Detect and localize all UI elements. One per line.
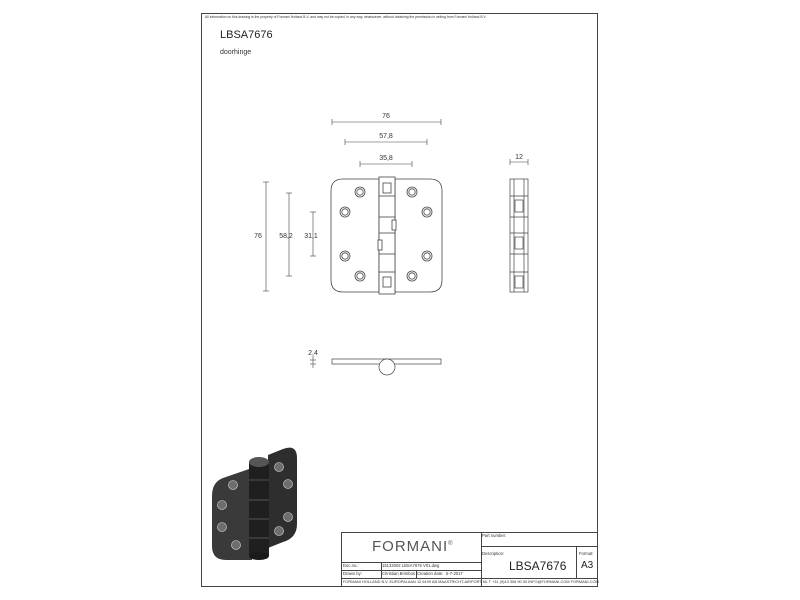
part-number-label: Part number: [482,533,507,538]
creation-date-value: 5-7-2017 [446,571,463,576]
dim-side-thickness: 12 [515,154,523,161]
hinge-3d-render [212,447,297,560]
format-value: A3 [581,560,594,571]
hinge-top-view [331,358,442,376]
drawn-by-label: Drawn by: [343,571,362,576]
page-subtitle: doorhinge [220,49,252,56]
description-value: LBSA7676 [509,559,567,573]
dim-height-total: 76 [254,233,262,240]
doc-no-value: 15132002 LBSA7676 V01.dwg [382,563,440,568]
hinge-side-view [509,178,529,293]
format-label: Format: [579,551,594,556]
footer-address: FORMANI HOLLAND B.V. EUROPALAAN 12 6199 … [343,579,599,584]
dim-leaf-thickness: 2,4 [308,350,318,357]
page-title: LBSA7676 [220,29,273,41]
title-block [341,532,598,587]
description-label: Description: [482,551,505,556]
brand-logo: FORMANI® [372,538,454,555]
creation-date-label: Creation date: [417,571,444,576]
dimension-lines [263,119,529,368]
dim-width-holes-outer: 57,8 [379,133,393,140]
drawn-by-value: Christian Brimbos [382,571,416,576]
hinge-front-view [330,176,443,295]
dim-height-holes-inner: 31,1 [304,233,318,240]
dim-height-holes-outer: 58,2 [279,233,293,240]
dim-width-total: 76 [382,113,390,120]
screw-holes [339,186,433,282]
dim-width-holes-inner: 35,8 [379,155,393,162]
doc-no-label: Doc.no.: [343,563,359,568]
copyright-notice: All information on this drawing is the p… [205,15,487,19]
